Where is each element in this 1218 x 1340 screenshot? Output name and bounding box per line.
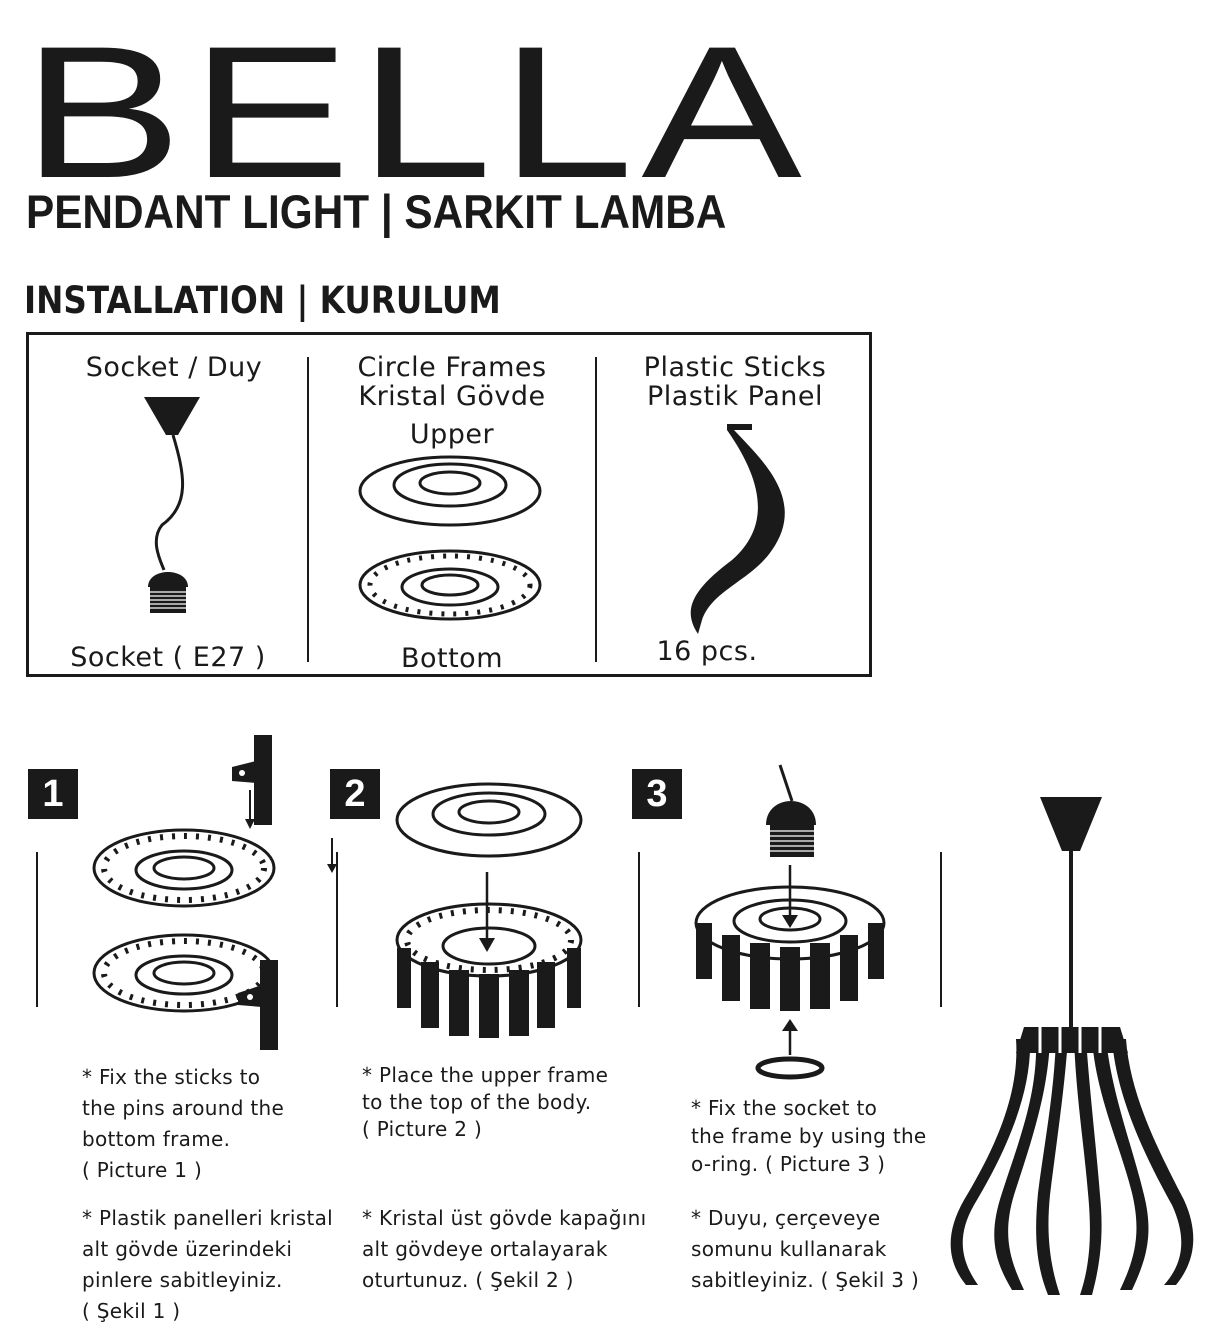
step-separator bbox=[336, 852, 338, 1007]
step-1-text-tr: * Plastik panelleri kristal alt gövde üz… bbox=[82, 1206, 334, 1323]
socket-title: Socket / Duy bbox=[85, 352, 263, 383]
plastic-stick-illustration bbox=[690, 424, 785, 634]
step-2-text-en: * Place the upper frame to the top of th… bbox=[362, 1063, 609, 1141]
section-heading: INSTALLATION | KURULUM bbox=[24, 279, 501, 322]
step-separator bbox=[940, 852, 942, 1007]
frames-bottom-label: Bottom bbox=[400, 643, 504, 674]
socket-illustration bbox=[144, 397, 200, 613]
parts-box: Socket / Duy Socket ( E27 ) Circle Frame… bbox=[26, 332, 872, 677]
down-arrow-icon bbox=[327, 838, 337, 873]
step-3-illustration bbox=[694, 764, 886, 1080]
sticks-title-1: Plastic Sticks bbox=[643, 352, 827, 383]
step-3-text-tr: * Duyu, çerçeveye somunu kullanarak sabi… bbox=[691, 1206, 920, 1292]
frames-title-1: Circle Frames bbox=[357, 352, 547, 383]
sticks-count: 16 pcs. bbox=[656, 636, 758, 667]
frames-title-2: Kristal Gövde bbox=[358, 381, 546, 412]
step-3-number: 3 bbox=[632, 769, 682, 819]
step-2-illustration bbox=[395, 782, 583, 1038]
step-separator bbox=[36, 852, 38, 1007]
step-3-text-en: * Fix the socket to the frame by using t… bbox=[691, 1096, 927, 1176]
step-2-text-tr: * Kristal üst gövde kapağını alt gövdeye… bbox=[362, 1206, 647, 1292]
step-separator bbox=[638, 852, 640, 1007]
sticks-title-2: Plastik Panel bbox=[646, 381, 824, 412]
assembled-lamp-illustration bbox=[950, 797, 1194, 1295]
product-subtitle: PENDANT LIGHT | SARKIT LAMBA bbox=[26, 185, 727, 238]
step-1-text-en: * Fix the sticks to the pins around the … bbox=[82, 1065, 285, 1182]
step-1-number: 1 bbox=[28, 769, 78, 819]
brand-title: BELLA bbox=[22, 7, 810, 217]
step-2-number: 2 bbox=[330, 769, 380, 819]
divider bbox=[595, 357, 597, 662]
socket-caption: Socket ( E27 ) bbox=[70, 642, 266, 673]
circle-frames-illustration bbox=[358, 455, 542, 621]
divider bbox=[307, 357, 309, 662]
step-1-illustration bbox=[92, 735, 278, 1050]
frames-upper-label: Upper bbox=[409, 419, 495, 450]
